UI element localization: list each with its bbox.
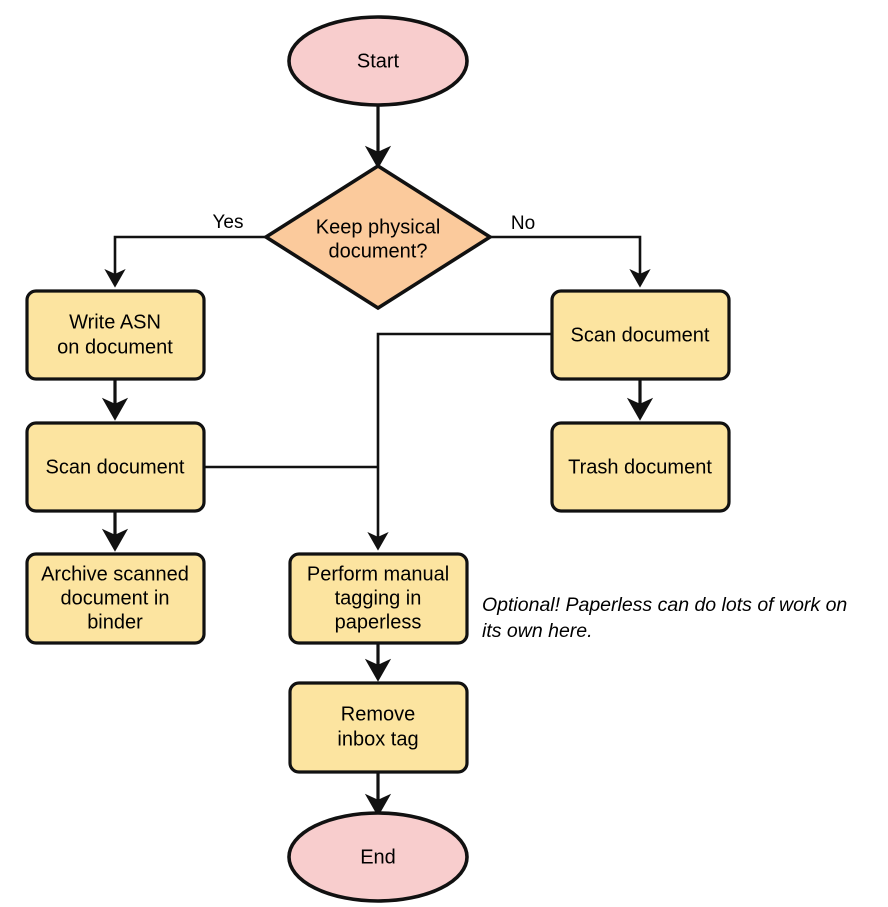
- decision-diamond: [262, 163, 494, 311]
- node-remove-inbox-tag[interactable]: Remove inbox tag: [288, 681, 469, 774]
- node-scan-document-right[interactable]: Scan document: [550, 289, 731, 381]
- end-ellipse: [287, 811, 469, 903]
- node-decision-keep-physical-document[interactable]: Keep physical document?: [262, 163, 494, 311]
- remove-inbox-tag-box: [288, 681, 469, 774]
- node-write-asn-on-document[interactable]: Write ASN on document: [25, 289, 206, 381]
- node-trash-document[interactable]: Trash document: [550, 421, 731, 513]
- archive-label-line2: document in: [61, 587, 170, 609]
- edge-label-yes: Yes: [213, 212, 244, 233]
- start-label: Start: [357, 50, 400, 72]
- tagging-box: [288, 552, 469, 645]
- archive-box: [25, 552, 206, 645]
- scan-document-right-box: [550, 289, 731, 381]
- archive-label-line1: Archive scanned: [41, 563, 189, 585]
- optional-note-line1: Optional! Paperless can do lots of work …: [482, 594, 847, 616]
- node-end[interactable]: End: [287, 811, 469, 903]
- scan-document-left-box: [25, 421, 206, 513]
- node-perform-manual-tagging[interactable]: Perform manual tagging in paperless: [288, 552, 469, 645]
- edge-label-no: No: [511, 213, 535, 234]
- edge-decision-yes-to-write-asn: [104, 235, 265, 288]
- scan-document-right-label: Scan document: [571, 324, 710, 346]
- remove-inbox-label-line2: inbox tag: [337, 728, 418, 750]
- end-label: End: [360, 846, 396, 868]
- write-asn-label-line1: Write ASN: [69, 311, 161, 333]
- trash-document-label: Trash document: [568, 456, 712, 478]
- archive-label-line3: binder: [87, 611, 143, 633]
- scan-document-left-label: Scan document: [46, 456, 185, 478]
- tagging-label-line2: tagging in: [335, 587, 422, 609]
- write-asn-box: [25, 289, 206, 381]
- edge-decision-no-to-scan-right: [491, 235, 651, 288]
- edge-scan-right-to-tagging: [367, 332, 551, 551]
- remove-inbox-label-line1: Remove: [341, 703, 415, 725]
- optional-note-line2: its own here.: [482, 620, 593, 642]
- start-ellipse: [287, 15, 469, 107]
- tagging-label-line1: Perform manual: [307, 563, 449, 585]
- node-archive-scanned-document[interactable]: Archive scanned document in binder: [25, 552, 206, 645]
- node-scan-document-left[interactable]: Scan document: [25, 421, 206, 513]
- trash-document-box: [550, 421, 731, 513]
- node-start[interactable]: Start: [287, 15, 469, 107]
- tagging-label-line3: paperless: [335, 611, 422, 633]
- write-asn-label-line2: on document: [57, 336, 173, 358]
- decision-label-line2: document?: [329, 240, 428, 262]
- decision-label-line1: Keep physical: [316, 216, 441, 238]
